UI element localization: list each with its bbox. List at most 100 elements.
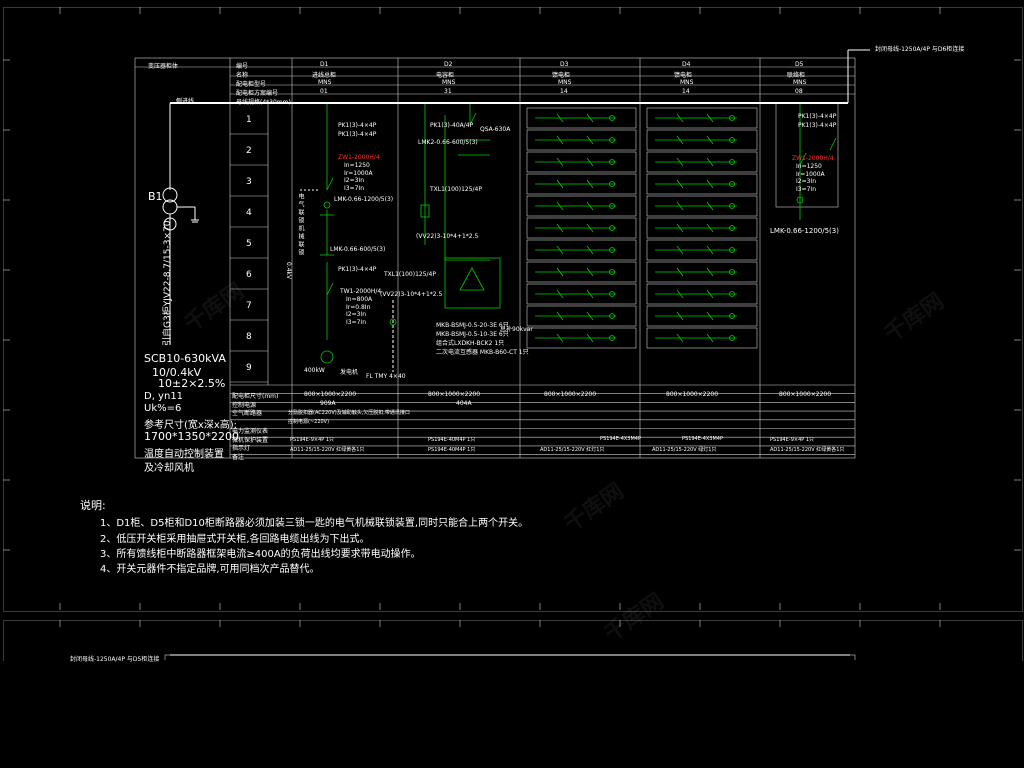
d3-switch	[586, 245, 594, 255]
electrical-single-line-diagram	[3, 7, 1021, 660]
panel-size: 800×1000×2200	[544, 391, 597, 398]
indicator-lamp: AD11-25/15-220V 红绿黄各1只	[770, 447, 845, 453]
note-2: 2、低压开关柜采用抽屉式开关柜,各回路电缆出线为下出式。	[100, 534, 370, 545]
row-number: 4	[246, 208, 252, 218]
d5-fuse-b: PK1(3)-4×4P	[798, 122, 837, 129]
d4-feeder-row	[646, 151, 758, 173]
d3-ct	[609, 269, 615, 275]
d1-side-label: 0.4kV	[285, 262, 292, 280]
row-number: 8	[246, 332, 252, 342]
d5-fuse-a: PK1(3)-4×4P	[798, 113, 837, 120]
row-number: 6	[246, 270, 252, 280]
row-number: 3	[246, 177, 252, 187]
table-row-label: 微机保护装置	[232, 436, 269, 444]
row-label-id: 编号	[236, 63, 249, 70]
d5-ct-coil	[796, 196, 804, 204]
d3-switch	[556, 267, 564, 277]
d2-size-extra: 404A	[456, 400, 472, 407]
note-1: 1、D1柜、D5柜和D10柜断路器必须加装三锁一匙的电气机械联锁装置,同时只能合…	[100, 518, 529, 529]
row-label-scheme: 配电柜方案编号	[236, 90, 279, 97]
meter: PS194E-9×4P 1只	[770, 437, 815, 443]
panel-model: MNS	[558, 79, 572, 86]
d3-switch	[556, 311, 564, 321]
drawing-sheet-bottom	[3, 620, 1023, 661]
row-label-name: 名称	[236, 72, 249, 79]
d1-breaker-param: Ir=1000A	[344, 169, 373, 177]
d1-vertical-label: 电气联锁机械联锁	[297, 193, 304, 257]
d1-breaker-param: I2=3In	[344, 177, 365, 184]
panel-name: 电容柜	[436, 72, 455, 79]
d4-feeder-row	[646, 195, 758, 217]
d3-switch	[556, 201, 564, 211]
d4-switch	[676, 201, 684, 211]
transformer-spec: 10/0.4kV	[152, 366, 202, 379]
d4-switch	[676, 267, 684, 277]
d4-ct	[729, 115, 735, 121]
d4-feeder-row	[646, 283, 758, 305]
drawing-sheet-top	[3, 7, 1023, 612]
d3-feeder-row	[526, 327, 637, 349]
d1-breaker: ZW1-2000H/4	[338, 154, 380, 161]
transformer-spec: 温度自动控制装置	[144, 449, 224, 460]
d1-gen-param: I3=7In	[346, 318, 367, 326]
panel-id: D2	[444, 61, 453, 68]
d4-feeder-row	[646, 173, 758, 195]
d4-ct	[729, 247, 735, 253]
row-number: 2	[246, 146, 252, 156]
d4-ct	[729, 313, 735, 319]
d2-arrester	[420, 204, 430, 218]
d4-switch	[676, 179, 684, 189]
d4-switch	[706, 311, 714, 321]
meter: PS194E-40M4P 1只	[428, 437, 476, 443]
d1-gen-power: 400kW	[304, 367, 325, 374]
panel-id: D3	[560, 61, 569, 68]
panel-model: MNS	[318, 79, 332, 86]
d4-switch	[706, 333, 714, 343]
transformer-spec: Uk%=6	[144, 403, 182, 414]
d2-ct: LMK2-0.66-600/5(3)	[418, 139, 478, 146]
d2-cap-total: 总补90kvar	[500, 326, 533, 333]
d1-gen-label: 发电机	[340, 369, 359, 376]
d4-feeder-row	[646, 107, 758, 129]
note-4: 4、开关元器件不指定品牌,可用同档次产品替代。	[100, 564, 320, 575]
d4-feeder-row	[646, 327, 758, 349]
row-label-busbar: 母线规格(4*30mm)	[236, 99, 291, 106]
d3-switch	[586, 157, 594, 167]
table-row-label: 配电柜尺寸(mm)	[232, 393, 279, 400]
d3-ct	[609, 115, 615, 121]
d4-switch	[676, 311, 684, 321]
d3-switch	[556, 157, 564, 167]
bottom-busbar-link-label: 封闭母线-1250A/4P 与D5柜连接	[70, 656, 160, 663]
d3-ct	[609, 137, 615, 143]
d1-remark: 分励脱扣器(AC220V)及辅助触头,欠压脱扣,带通讯接口	[288, 410, 410, 416]
panel-size: 800×1000×2200	[428, 391, 481, 398]
d2-switch-contact	[469, 112, 477, 126]
d2-capacitor-note: MKB-BSMJ-0.5-10-3E 6只	[436, 331, 509, 338]
d1-gen-param: In=800A	[346, 296, 373, 303]
d1-fuse-3: PK1(3)-4×4P	[338, 266, 377, 273]
d4-ct	[729, 181, 735, 187]
d3-feeder-row	[526, 129, 637, 151]
d3-switch	[586, 267, 594, 277]
d4-ct	[729, 269, 735, 275]
d3-feeder-row	[526, 239, 637, 261]
panel-name: 馈电柜	[552, 72, 571, 79]
d1-breaker-param: In=1250	[344, 162, 370, 169]
panel-size: 800×1000×2200	[304, 391, 357, 398]
d3-feeder-row	[526, 261, 637, 283]
d5-breaker-contact	[799, 152, 807, 166]
d3-feeder-row	[526, 151, 637, 173]
d3-switch	[586, 113, 594, 123]
d1-fuse-2: PK1(3)-4×4P	[338, 131, 377, 138]
table-row-label: 电力监测仪表	[232, 427, 269, 435]
d2-capacitor-note: 组合式LXDKH-BCK2 1只	[436, 340, 505, 347]
d4-feeder-row	[646, 129, 758, 151]
d5-breaker-param: Ir=1000A	[796, 170, 825, 178]
d2-cable-2: (VV22)3-10*4+1*2.5	[380, 291, 443, 298]
panel-scheme: 14	[560, 88, 568, 95]
d4-switch	[706, 267, 714, 277]
d1-gen-param: Ir=0.8In	[346, 303, 371, 311]
row-number: 7	[246, 301, 252, 311]
table-row-label: 备注	[232, 453, 245, 461]
panel-id: D5	[795, 61, 804, 68]
